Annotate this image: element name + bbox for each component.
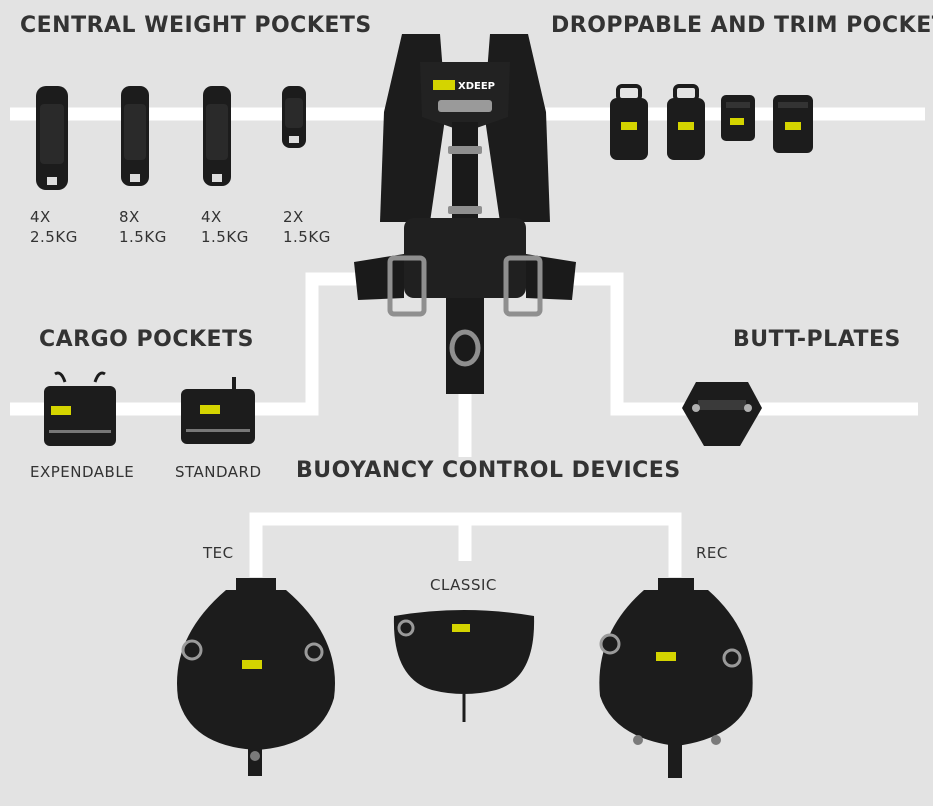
heading-cargo-pockets: CARGO POCKETS [39, 327, 254, 352]
weight-pocket-icon [203, 86, 231, 186]
weight-pocket-count: 4X [201, 208, 222, 226]
heading-buoyancy-control-devices: BUOYANCY CONTROL DEVICES [296, 458, 681, 483]
heading-central-weight-pockets: CENTRAL WEIGHT POCKETS [20, 13, 372, 38]
harness-icon: XDEEP [354, 34, 576, 394]
weight-pocket-qty: 4X 2.5KG [30, 207, 78, 247]
bcd-label-tec: TEC [203, 544, 234, 562]
right-connector-line [555, 272, 918, 416]
cargo-pocket-label: STANDARD [175, 463, 262, 481]
weight-pocket-count: 2X [283, 208, 304, 226]
weight-pocket-qty: 8X 1.5KG [119, 207, 167, 247]
cargo-pocket-label: EXPENDABLE [30, 463, 135, 481]
bcd-wing-icon [393, 610, 535, 722]
weight-pocket-icon [36, 86, 68, 190]
trim-pocket-icon [773, 95, 813, 153]
bcd-wing-icon [177, 578, 335, 776]
left-connector-line [10, 272, 380, 416]
weight-pocket-count: 8X [119, 208, 140, 226]
weight-pocket-weight: 1.5KG [283, 228, 331, 246]
weight-pocket-weight: 1.5KG [201, 228, 249, 246]
bcd-label-classic: CLASSIC [430, 576, 497, 594]
weight-pocket-weight: 1.5KG [119, 228, 167, 246]
heading-butt-plates: BUTT-PLATES [733, 327, 901, 352]
trim-pocket-icon [610, 84, 648, 160]
heading-droppable-trim-pockets: DROPPABLE AND TRIM POCKETS [551, 13, 933, 38]
weight-pocket-qty: 2X 1.5KG [283, 207, 331, 247]
weight-pocket-qty: 4X 1.5KG [201, 207, 249, 247]
weight-pocket-icon [121, 86, 149, 186]
cargo-pocket-icon [44, 371, 116, 446]
bcd-label-rec: REC [696, 544, 728, 562]
weight-pocket-icon [282, 86, 306, 148]
brand-logo [433, 80, 455, 90]
trim-pocket-icon [667, 84, 705, 160]
weight-pocket-count: 4X [30, 208, 51, 226]
butt-plate-icon [682, 382, 762, 446]
trim-pocket-icon [721, 95, 755, 141]
brand-logo-text: XDEEP [458, 81, 495, 92]
weight-pocket-weight: 2.5KG [30, 228, 78, 246]
bcd-wing-icon [599, 578, 753, 778]
cargo-pocket-icon [181, 377, 255, 444]
